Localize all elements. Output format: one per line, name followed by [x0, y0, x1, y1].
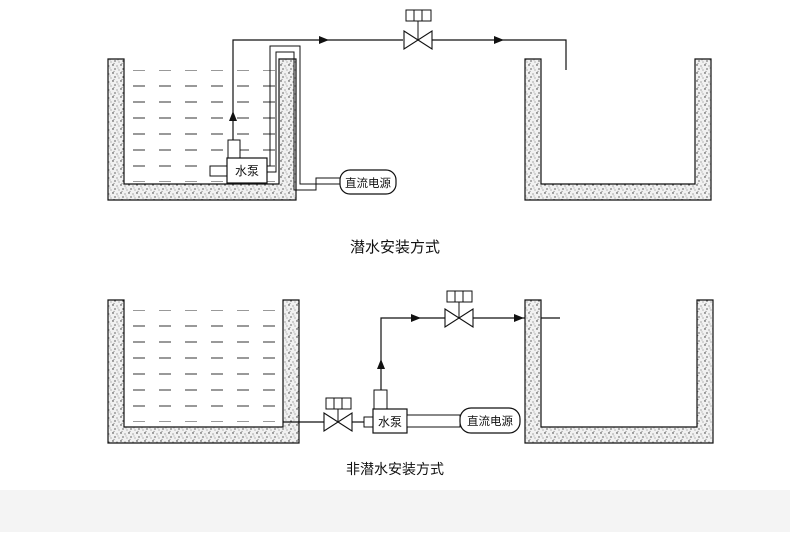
power-cable: [267, 45, 342, 191]
power-label: 直流电源: [467, 414, 513, 428]
diagram-caption: 非潜水安装方式: [346, 462, 444, 478]
submersible-diagram: 水泵 直流电源: [107, 9, 712, 256]
non-submersible-diagram: 水泵 直流电源 非潜水安装: [107, 290, 714, 478]
power-cable: [406, 414, 461, 428]
destination-tank: [524, 299, 714, 444]
outlet-pipe: [229, 36, 567, 140]
diagram-caption: 潜水安装方式: [350, 238, 440, 256]
power-label: 直流电源: [345, 176, 391, 190]
dc-power-supply: 直流电源: [339, 169, 397, 195]
water-body: [124, 310, 283, 422]
surface-pump: 水泵: [372, 389, 408, 434]
source-tank: [107, 58, 297, 201]
pump-label: 水泵: [378, 415, 402, 429]
pump-label: 水泵: [235, 164, 259, 178]
gate-valve-icon: [444, 290, 474, 329]
gate-valve-icon: [323, 397, 353, 433]
footer-band: [0, 490, 790, 532]
source-tank: [107, 299, 300, 444]
submersible-pump: 水泵: [209, 139, 268, 184]
gate-valve-icon: [403, 9, 433, 51]
destination-tank: [524, 58, 712, 201]
dc-power-supply: 直流电源: [459, 407, 521, 434]
